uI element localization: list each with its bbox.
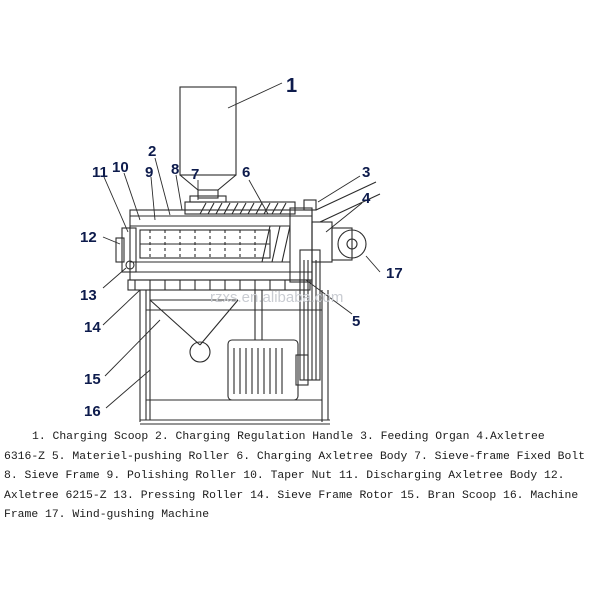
callout-1: 1 — [286, 75, 297, 97]
callout-6: 6 — [242, 164, 250, 181]
charging-scoop — [179, 86, 237, 203]
callout-14: 14 — [84, 319, 101, 336]
callout-numbers: 1 2 3 4 5 6 7 8 9 10 11 12 13 14 15 16 1… — [80, 75, 403, 420]
watermark-text: rzxs.en.alibaba.com — [210, 289, 343, 306]
machine-body — [129, 201, 313, 281]
sieve-frame — [127, 279, 311, 291]
callout-9: 9 — [145, 164, 153, 181]
screw-flights — [199, 202, 291, 263]
discharge-end — [115, 227, 137, 273]
callout-8: 8 — [171, 161, 179, 178]
leader-lines — [102, 82, 381, 409]
caption-line-3: 8. Sieve Frame 9. Polishing Roller 10. T… — [4, 470, 565, 482]
caption-line-1: 1. Charging Scoop 2. Charging Regulation… — [32, 431, 545, 443]
motor — [227, 290, 309, 401]
callout-11: 11 — [92, 164, 108, 181]
wind-gushing-machine — [331, 227, 367, 261]
callout-10: 10 — [112, 159, 129, 176]
callout-13: 13 — [80, 287, 97, 304]
caption-line-2: 6316-Z 5. Materiel-pushing Roller 6. Cha… — [4, 450, 586, 463]
polishing-roller — [139, 229, 271, 259]
callout-12: 12 — [80, 229, 97, 246]
callout-17: 17 — [386, 265, 403, 282]
machine-frame — [139, 290, 330, 425]
caption-line-5: Frame 17. Wind-gushing Machine — [4, 509, 210, 521]
bran-scoop — [149, 290, 239, 420]
callout-7: 7 — [191, 166, 199, 183]
drive-end — [289, 181, 381, 381]
callout-16: 16 — [84, 403, 101, 420]
callout-3: 3 — [362, 164, 370, 181]
callout-15: 15 — [84, 371, 101, 388]
callout-4: 4 — [362, 190, 371, 207]
figure-caption: 1. Charging Scoop 2. Charging Regulation… — [4, 428, 596, 526]
caption-line-4: Axletree 6215-Z 13. Pressing Roller 14. … — [4, 489, 579, 502]
callout-5: 5 — [352, 313, 360, 330]
callout-2: 2 — [148, 143, 156, 160]
